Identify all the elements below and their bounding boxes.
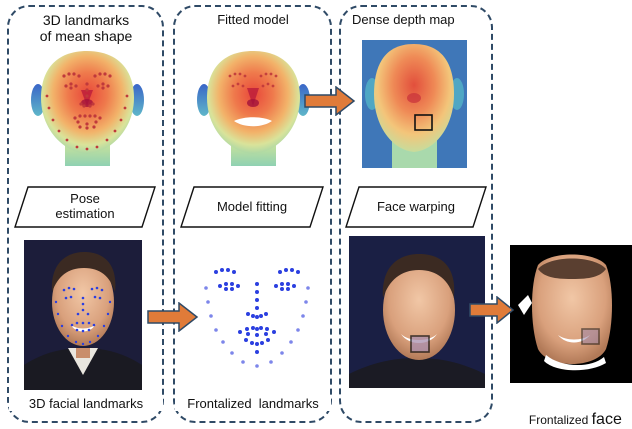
label-frontalized-face-prefix: Frontalized xyxy=(528,413,592,427)
label-3d-facial-landmarks: 3D facial landmarks xyxy=(9,396,163,411)
dense-depth-map xyxy=(362,40,467,168)
label-frontalized-face-emph: face xyxy=(591,411,622,428)
label-depth-map: Dense depth map xyxy=(352,12,455,27)
face-warping-step: Face warping xyxy=(345,186,487,228)
label-mean-shape: 3D landmarks of mean shape xyxy=(39,12,133,44)
frontalized-face-output xyxy=(510,245,632,383)
face-photo-landmarks xyxy=(24,240,142,390)
arrow-to-depth-map xyxy=(304,86,356,116)
model-fitting-step: Model fitting xyxy=(180,186,324,228)
label-frontalized-face: Frontalized face xyxy=(520,393,632,429)
label-frontalized-landmarks: Frontalized landmarks xyxy=(175,396,331,411)
pose-estimation-step: Pose estimation xyxy=(14,186,156,228)
arrow-to-frontalized-face xyxy=(469,296,515,324)
label-fitted-model: Fitted model xyxy=(217,12,289,27)
mean-shape-head xyxy=(31,51,144,166)
frontalized-landmarks xyxy=(204,268,310,368)
face-photo-warped xyxy=(349,236,485,388)
arrow-to-frontalized-landmarks xyxy=(147,302,199,332)
fitted-model-head xyxy=(197,51,310,166)
